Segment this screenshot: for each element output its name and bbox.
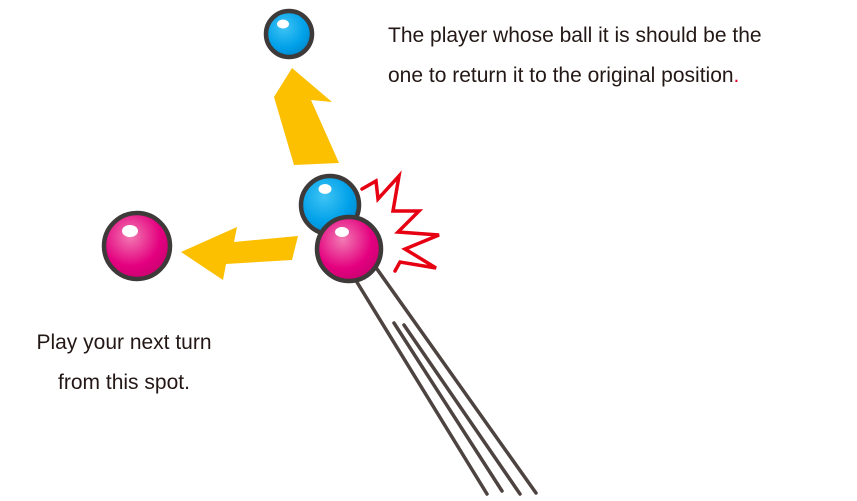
return-ball-instruction-line-2: one to return it to the original positio… xyxy=(388,56,853,96)
pink-ball-next-spot xyxy=(101,210,173,282)
next-turn-instruction-line-1: Play your next turn xyxy=(36,331,212,354)
pink-ball-collision xyxy=(314,214,384,284)
return-arrow xyxy=(274,68,339,165)
return-ball-instruction-line-1: The player whose ball it is should be th… xyxy=(388,24,762,47)
trajectory-line xyxy=(392,321,504,493)
next-turn-instruction-line-2: from this spot. xyxy=(58,371,190,394)
trajectory-lines xyxy=(353,260,538,496)
cyan-ball-original-position xyxy=(263,8,315,60)
trajectory-line xyxy=(353,277,489,496)
next-turn-instruction: Play your next turn from this spot. xyxy=(8,323,240,403)
trajectory-line xyxy=(370,260,538,495)
impact-mark xyxy=(360,170,440,273)
red-period: . xyxy=(733,64,740,87)
return-ball-instruction-line-2-text: one to return it to the original positio… xyxy=(388,64,734,87)
return-ball-instruction: The player whose ball it is should be th… xyxy=(388,16,853,96)
next-turn-arrow xyxy=(181,227,298,280)
trajectory-line xyxy=(402,323,522,496)
